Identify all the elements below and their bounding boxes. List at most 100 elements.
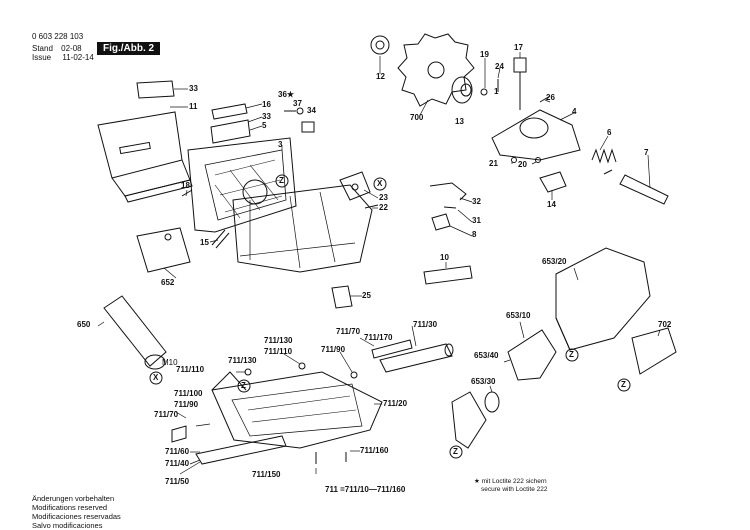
callout: 711/130 [264,336,293,345]
issue-row: Issue 11-02-14 [32,53,94,62]
brush-holder-14 [539,171,567,193]
marker-x-icons [149,177,387,385]
washer-19 [480,88,488,96]
handle-650 [103,295,167,370]
part-number: 0 603 228 103 [32,32,84,41]
callout: 18 [181,181,190,190]
callout: 711/20 [383,399,408,408]
cover-plate-652 [136,227,191,273]
callout: 711/150 [252,470,281,479]
callout: 702 [658,320,672,329]
callout: 15 [200,238,209,247]
callout: 10 [440,253,449,262]
z-marker-letter: Z [241,381,246,390]
callout: 711/90 [174,400,199,409]
callout: 31 [472,216,481,225]
callout: 653/10 [506,311,531,320]
pin-20 [535,157,541,163]
stand-value: 02-08 [61,44,82,53]
assembly-formula: 711 =711/10—711/160 [325,485,406,494]
callout: 33 [189,84,198,93]
screw-18 [181,189,193,197]
callout: 5 [262,121,267,130]
z-marker-letter: Z [453,447,458,456]
screw-22 [364,204,379,209]
stand-label: Stand [32,44,53,53]
callout: 700 [410,113,424,122]
housing-3 [187,137,373,273]
ring-31 [443,206,457,209]
callout: 711/40 [165,459,190,468]
callout: 711/110 [176,365,205,374]
z-marker-letter: Z [279,176,284,185]
loctite-note-line1: ★ mit Loctite 222 sichern [474,478,547,485]
callout: 711/30 [413,320,438,329]
callout: 711/70 [336,327,361,336]
issue-label: Issue [32,53,52,62]
leader-lines [97,52,661,475]
footer-line: Modifications reserved [32,503,108,512]
callout: 4 [572,107,577,116]
callout: 3 [278,140,283,149]
adapter-653-10 [507,329,557,381]
shield-plate-11 [97,111,193,203]
footer-line: Modificaciones reservadas [32,512,121,521]
nut-8 [431,213,451,231]
washer-711-110 [298,362,306,370]
callout: 652 [161,278,175,287]
callout: 711/70 [154,410,179,419]
figure-badge: Fig./Abb. 2 [97,42,161,55]
spring-6 [591,148,617,164]
z-marker-letter: Z [569,350,574,359]
x-marker-letter: X [377,179,383,188]
motor-housing-1 [491,109,581,161]
callout: 711/100 [174,389,203,398]
stand-row: Stand 02-08 [32,44,82,53]
screw-36 [284,107,304,115]
adapter-702 [631,327,677,375]
callout: 25 [362,291,371,300]
fence-711-170 [371,339,413,359]
rod-711-30 [379,343,454,373]
callout: 711/170 [364,333,393,342]
callout: 34 [307,106,316,115]
callout: 19 [480,50,489,59]
spring-clip-32 [429,182,467,201]
cable-7 [603,169,669,205]
callout: 22 [379,203,388,212]
callout: M10 [162,358,178,367]
z-marker-letter: Z [621,380,626,389]
flange-13 [451,76,473,104]
callout: 711/160 [360,446,389,455]
callout: 33 [262,112,271,121]
callout: 7 [644,148,649,157]
callout: 36★ [278,90,295,99]
callout: 711/110 [264,347,293,356]
knob-17 [513,57,527,110]
callout: 653/30 [471,377,496,386]
callout: 26 [546,93,555,102]
callout: 37 [293,99,302,108]
callout: 32 [472,197,481,206]
callout: 11 [189,102,198,111]
x-marker-letter: X [153,373,159,382]
scale-10 [423,265,473,285]
housing-opening [242,179,268,205]
callout: 14 [547,200,556,209]
dust-bag-653-20 [555,247,651,351]
callout: 13 [455,117,464,126]
pin-15 [211,229,230,249]
label-plate-33 [136,80,175,99]
plate-34 [301,121,315,133]
ring-653-40 [484,391,500,413]
callout: 1 [494,87,499,96]
callout: 711/90 [321,345,346,354]
callout: 711/60 [165,447,190,456]
clamp-part-23 [339,171,371,201]
label-plate-16 [210,103,251,144]
callout: 24 [495,62,504,71]
screw-26 [539,95,551,103]
callout: 20 [518,160,527,169]
screw-21 [511,157,517,163]
